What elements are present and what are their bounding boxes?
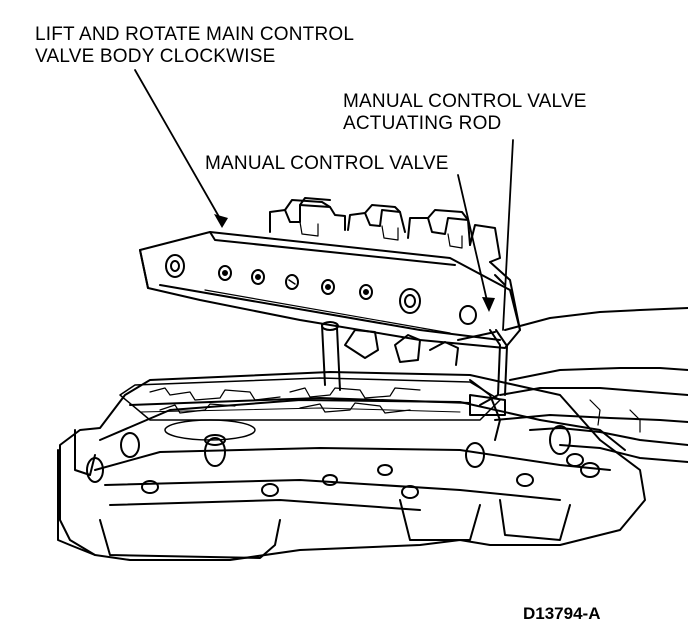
lift-rotate-callout-line2: VALVE BODY CLOCKWISE bbox=[35, 46, 276, 67]
lift-rotate-callout-line1: LIFT AND ROTATE MAIN CONTROL bbox=[35, 24, 355, 45]
figure-code: D13794-A bbox=[523, 604, 601, 623]
actuating-rod-callout-line1: MANUAL CONTROL VALVE bbox=[343, 91, 587, 112]
hand bbox=[494, 307, 688, 463]
transmission-case bbox=[57, 371, 646, 561]
main-control-valve-body bbox=[139, 197, 521, 391]
actuating-rod bbox=[457, 329, 508, 416]
manual-valve-callout: MANUAL CONTROL VALVE bbox=[205, 153, 449, 174]
actuating-rod-callout-line2: ACTUATING ROD bbox=[343, 113, 502, 134]
leader-lines bbox=[134, 69, 514, 331]
